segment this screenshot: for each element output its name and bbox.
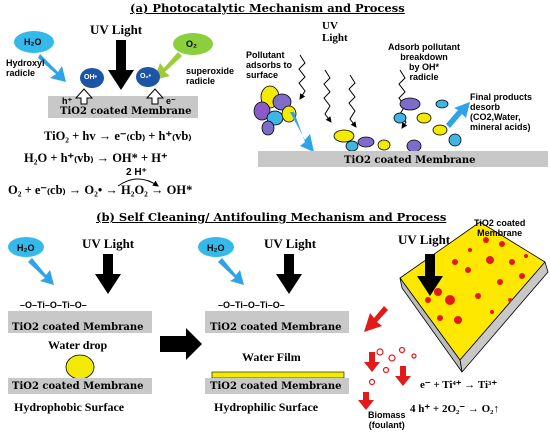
equation-3: O₂ + e⁻₍cb₎ → O₂• → H₂O₂ → OH* [8,183,193,197]
equation-3-over: 2 H⁺ [126,167,147,178]
panel-a-header: (a) Photocatalytic Mechanism and Process [130,1,405,15]
electron-label: e⁻ [166,96,176,106]
panel-b-header: (b) Self Cleaning/ Antifouling Mechanism… [96,210,447,224]
membrane-a-left-label: TiO2 coated Membrane [60,106,192,117]
uv-wavy-arrow-3 [348,74,357,128]
water-film-shape [211,371,345,379]
h2o-label: H₂O [24,37,42,47]
pollutant-label: Pollutant adsorbs to surface [246,50,293,80]
h2o-b-left-label: H₂O [17,243,35,253]
panel-a-uv-label: UV Light [90,22,143,37]
h2o-b-mid-label: H₂O [207,243,225,253]
water-drop-label: Water drop [48,338,108,352]
hydroxyl-label: Hydroxyl radicle [6,58,45,78]
equation-1: TiO₂ + hv → e⁻₍cb₎ + h⁺₍vb₎ [44,129,192,143]
membrane-b-left2-label: TiO2 coated Membrane [12,381,144,392]
membrane-b-mid2-label: TiO2 coated Membrane [210,381,342,392]
membrane-bar-a-right [258,151,548,167]
desorb-arrow-icon [446,102,470,128]
water-film-label: Water Film [242,350,301,364]
biomass-label: Biomass (foulant) [368,410,406,430]
o2-radical-bubble [136,67,160,87]
chain-mid: –O–Ti–O–Ti–O– [218,300,285,310]
membrane-bar-b-left [8,311,152,333]
blue-arrow-icon-b-left [28,258,54,285]
red-arrow-icon-3 [395,366,411,386]
pollutant-cluster [253,85,297,136]
o2-label: O₂ [186,39,197,49]
hydrophobic-label: Hydrophobic Surface [14,400,125,414]
hole-label: h⁺ [62,96,73,106]
breakdown-fragments [333,97,462,153]
green-arrow-icon [154,52,182,80]
uv-arrow-icon-b-left [95,254,121,294]
h2o-bubble-b-left [8,237,44,257]
uv-arrow-icon-b-mid [276,254,302,294]
panel-b-uv-right-label: UV Light [398,232,451,247]
uv-wavy-arrow-1 [298,54,306,100]
membrane-bar-b-mid [205,311,349,333]
electron-arrow-icon [145,88,165,105]
membrane-a-right-label: TiO2 coated Membrane [344,155,476,166]
red-arrow-icon-1 [364,306,388,332]
panel-b-uv-left-label: UV Light [82,236,135,251]
membrane-b-left-label: TiO2 coated Membrane [12,322,144,333]
h2o-bubble [14,31,54,53]
blue-arrow-icon-b-mid [218,258,244,285]
oh-radical-label: OH• [84,74,97,81]
panel-b-uv-mid-label: UV Light [264,236,317,251]
falling-foulant [368,346,417,386]
membrane-bar-b-mid2 [205,378,349,394]
equation-o2: 4 h⁺ + 2O₂⁻ → O₂↑ [410,403,499,415]
transition-arrow-icon [160,328,202,360]
uv-arrow-icon-b-right [417,254,443,296]
membrane-3d-front [399,277,463,373]
panel-a-right-uv-label: UV Light [322,20,348,44]
red-arrow-icon-4 [358,392,374,410]
hydrophilic-label: Hydrophilic Surface [214,400,319,414]
o2-radical-label: O₂• [140,73,152,80]
uv-arrow-icon [108,40,134,90]
equation-2: H₂O + h⁺₍vb₎ → OH* + H⁺ [24,151,168,165]
final-products-label: Final products desorb (CO2,Water, minera… [470,92,533,132]
h2o-bubble-b-mid [198,237,234,257]
blue-arrow-icon-right [290,112,314,152]
red-arrow-icon-2 [364,352,380,372]
blue-arrow-icon [38,54,66,82]
eq3-over-arrow [117,178,159,187]
oh-radical-bubble [80,68,104,88]
chain-left: –O–Ti–O–Ti–O– [20,300,87,310]
foulant-spots [425,237,528,324]
equation-ti: e⁻ + Ti⁴⁺ → Ti³⁺ [420,379,498,391]
membrane-b-mid-label: TiO2 coated Membrane [210,322,342,333]
tio2-coated-label: TiO2 coated Membrane [474,218,526,238]
o2-bubble [173,33,213,55]
water-drop-shape [65,354,95,380]
adsorb-label: Adsorb pollutant breakdown by OH* radicl… [388,42,460,82]
membrane-bar-b-left2 [8,378,152,394]
superoxide-label: superoxide radicle [186,66,235,86]
hole-arrow-icon [74,88,94,105]
uv-wavy-arrow-2 [323,69,332,123]
